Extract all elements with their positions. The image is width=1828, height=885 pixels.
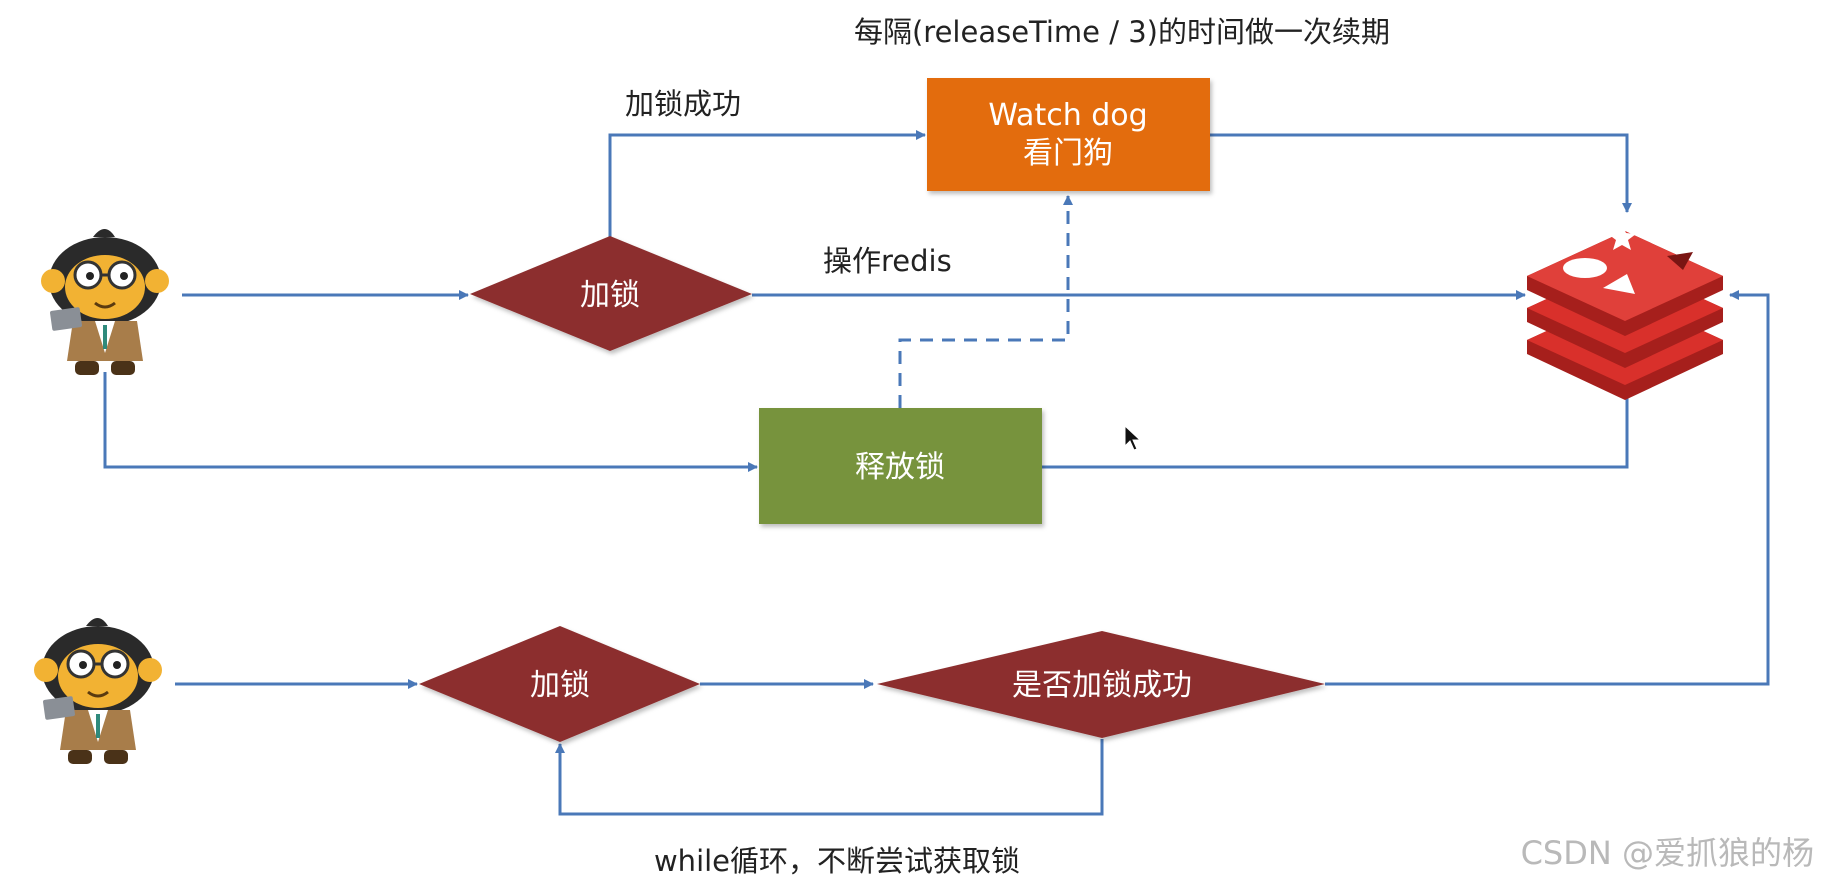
lock-success-check: 是否加锁成功 xyxy=(877,631,1325,738)
monkey-programmer-icon xyxy=(41,229,169,375)
mouse-pointer-icon xyxy=(1124,424,1142,451)
edge-release-to-redis xyxy=(1042,375,1632,469)
edge-watchdog-to-redis xyxy=(1210,133,1632,213)
edges xyxy=(103,130,1770,816)
lock-decision-bottom: 加锁 xyxy=(419,626,700,742)
edge-client1-to-release xyxy=(103,372,758,472)
watchdog-label-line2: 看门狗 xyxy=(1023,136,1113,171)
redis-logo-icon xyxy=(1527,224,1723,400)
lock-success-label: 加锁成功 xyxy=(625,87,741,121)
edge-check-to-redis xyxy=(1325,290,1770,686)
release-lock-node: 释放锁 xyxy=(759,408,1042,524)
lock-decision-bottom-label: 加锁 xyxy=(530,668,590,703)
watchdog-label-line1: Watch dog xyxy=(988,98,1147,133)
renewal-note: 每隔(releaseTime / 3)的时间做一次续期 xyxy=(854,15,1390,49)
edge-release-to-watchdog-dashed xyxy=(898,195,1073,408)
monkey-programmer-icon xyxy=(34,618,162,764)
edge-lock-to-watchdog xyxy=(608,130,926,237)
lock-decision-top: 加锁 xyxy=(470,236,752,351)
watchdog-node: Watch dog 看门狗 xyxy=(927,78,1210,191)
lock-success-check-label: 是否加锁成功 xyxy=(1012,668,1192,703)
csdn-watermark: CSDN @爱抓狼的杨 xyxy=(1521,834,1814,872)
operate-redis-label: 操作redis xyxy=(823,244,952,278)
release-lock-label: 释放锁 xyxy=(855,450,945,485)
edge-check-retry-loop xyxy=(555,739,1104,816)
retry-loop-label: while循环，不断尝试获取锁 xyxy=(654,844,1020,878)
lock-decision-top-label: 加锁 xyxy=(580,278,640,313)
